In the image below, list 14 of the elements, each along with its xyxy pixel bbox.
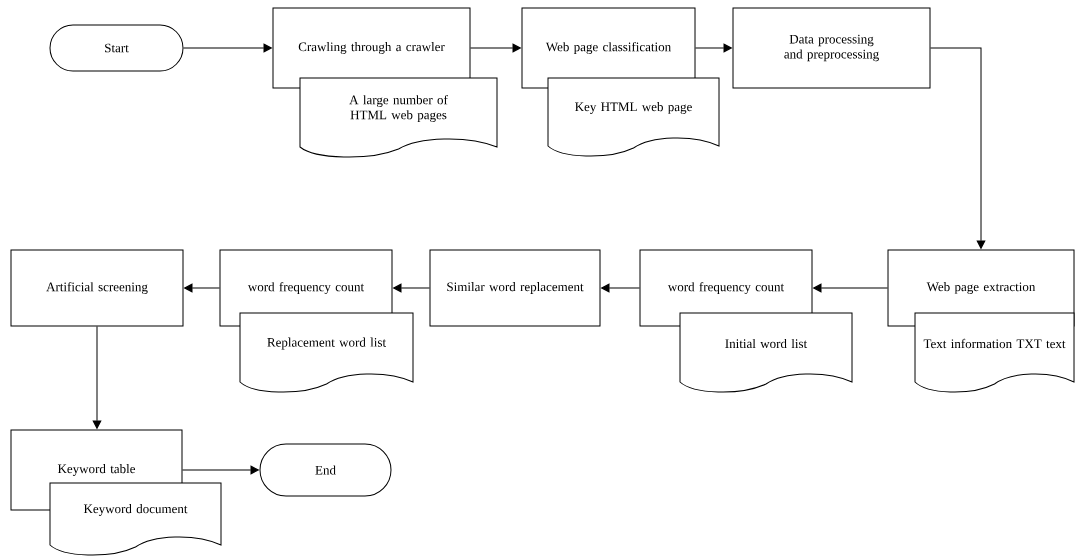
process-box: Data processing and preprocessing [732,7,931,89]
arrow [182,465,259,475]
arrow [183,43,272,53]
arrow [184,283,220,293]
arrow [601,283,640,293]
process-box: Similar word replacement [429,249,601,327]
arrow [470,43,521,53]
process-box: Artificial screening [10,249,184,327]
arrow [930,47,986,249]
arrow [92,326,102,429]
arrow [393,283,430,293]
node-label: Text information TXT text [923,338,1066,349]
arrow [813,283,888,293]
arrow [695,43,732,53]
